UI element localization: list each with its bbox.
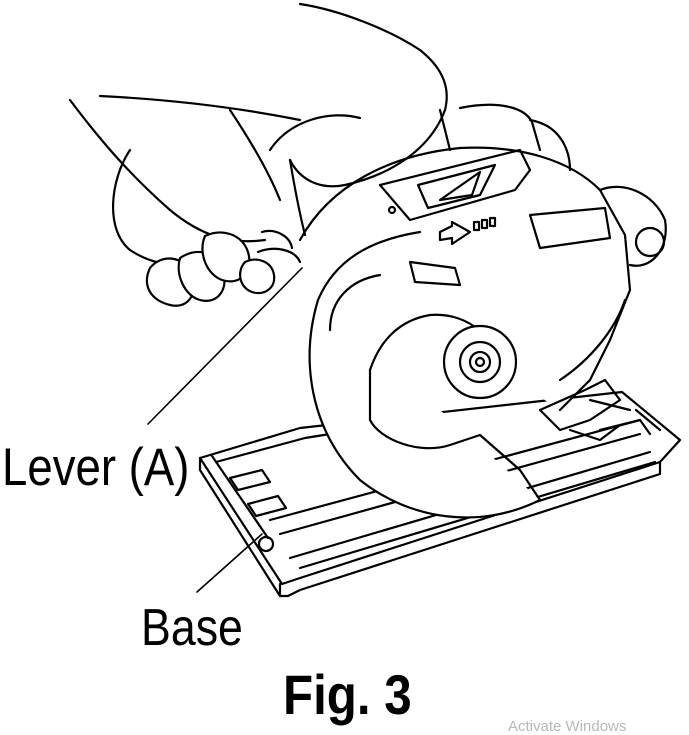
upper-guard	[298, 103, 667, 412]
lever-leader-line	[147, 267, 303, 425]
saw-blade	[308, 230, 632, 519]
figure-caption: Fig. 3	[283, 663, 412, 726]
operator-hands	[68, 2, 448, 307]
base-leader-line	[196, 533, 263, 593]
lever-callout-label: Lever (A)	[2, 438, 190, 497]
base-callout-label: Base	[141, 599, 243, 657]
windows-activation-watermark: Activate Windows	[508, 718, 627, 735]
